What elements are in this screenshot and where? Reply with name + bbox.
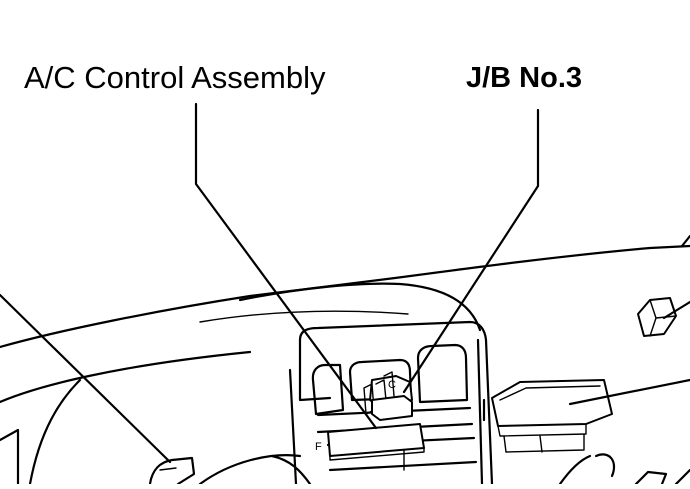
- leader-line-left-part: [0, 293, 172, 464]
- label-ac-control-assembly: A/C Control Assembly: [24, 60, 326, 95]
- lower-left-parts: [148, 454, 312, 486]
- ac-control-assembly-unit: [327, 423, 425, 461]
- leader-line-right-module: [568, 378, 690, 406]
- leader-line-jb-no3: [402, 108, 540, 394]
- leader-line-ac-control: [194, 102, 378, 430]
- console-mark-c: C: [388, 379, 396, 391]
- jb-no3-junction-block: C: [363, 371, 413, 421]
- dashboard-top-contour: [0, 234, 690, 486]
- label-jb-no3: J/B No.3: [466, 62, 583, 94]
- console-mark-f: F: [315, 441, 322, 453]
- upper-right-connector: [637, 297, 677, 337]
- leader-line-upper-right: [662, 300, 690, 320]
- lower-right-parts: [558, 453, 690, 486]
- right-module-box: [491, 379, 613, 453]
- leader-lines: [0, 102, 690, 464]
